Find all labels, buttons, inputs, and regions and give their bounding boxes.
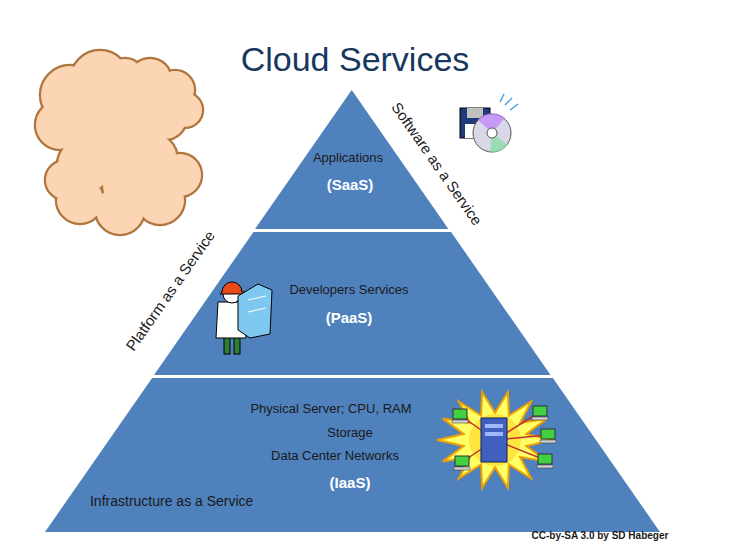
band-text: Infrastructure as a Service [90, 493, 253, 509]
band-text: (IaaS) [330, 474, 371, 491]
developer-figure [216, 282, 272, 354]
band-text: (PaaS) [326, 309, 373, 326]
band-fill [255, 90, 448, 229]
cloud-cluster [35, 50, 203, 235]
band-shape [154, 232, 551, 375]
diagram-title: Cloud Services [241, 40, 470, 79]
band-text: Data Center Networks [271, 449, 399, 464]
band-text: Physical Server; CPU, RAM [250, 402, 411, 417]
band-fill [45, 378, 660, 532]
pyramid-band: Physical Server; CPU, RAM StorageData Cen… [45, 378, 660, 532]
server-network-icon [437, 392, 556, 488]
credit-note: CC-by-SA 3.0 by SD Habeger [532, 530, 669, 542]
pyramid-band: Developers Services (PaaS) [154, 232, 551, 375]
band-fill [154, 232, 551, 375]
disk-icon [460, 94, 518, 152]
band-text: (SaaS) [327, 176, 374, 193]
band-text: Applications [313, 151, 383, 166]
band-text: Storage [327, 426, 373, 441]
pyramid-band: Applications (SaaS) [255, 90, 448, 229]
band-text: Developers Services [289, 283, 408, 298]
